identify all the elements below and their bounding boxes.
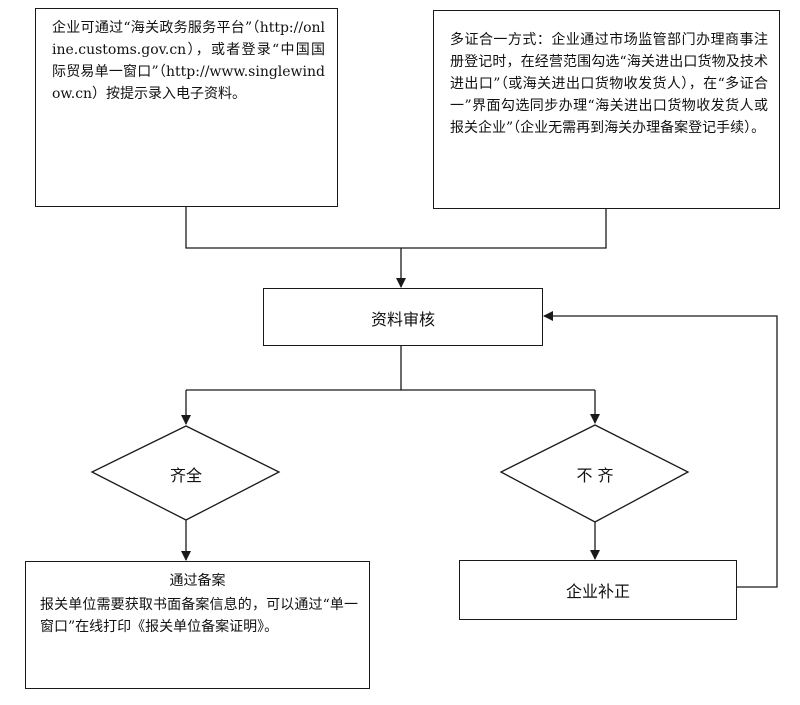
connector-review-split	[186, 346, 402, 391]
feedback-loop-connector	[543, 311, 778, 588]
enterprise-supplement-box: 企业补正	[459, 560, 737, 620]
connector-multicert-to-merge	[401, 209, 607, 249]
document-review-label: 资料审核	[370, 310, 435, 329]
filing-approved-box: 通过备案 报关单位需要获取书面备案信息的，可以通过“单一窗口”在线打印《报关单位…	[25, 561, 370, 689]
enterprise-supplement-label: 企业补正	[565, 582, 630, 601]
online-submission-box: 企业可通过“海关政务服务平台”（http://online.customs.go…	[35, 8, 338, 207]
connector-online-to-merge	[185, 207, 401, 249]
multi-certificate-box: 多证合一方式：企业通过市场监管部门办理商事注册登记时，在经营范围勾选“海关进出口…	[433, 10, 780, 209]
multi-certificate-text: 多证合一方式：企业通过市场监管部门办理商事注册登记时，在经营范围勾选“海关进出口…	[450, 32, 768, 136]
incomplete-decision-label: 不 齐	[576, 466, 614, 485]
online-submission-text: 企业可通过“海关政务服务平台”（http://online.customs.go…	[52, 20, 325, 102]
filing-approved-title: 通过备案	[169, 573, 226, 589]
filing-approved-text: 报关单位需要获取书面备案信息的，可以通过“单一窗口”在线打印《报关单位备案证明》…	[40, 597, 358, 635]
complete-decision-label: 齐全	[169, 466, 202, 485]
document-review-box: 资料审核	[263, 288, 543, 346]
